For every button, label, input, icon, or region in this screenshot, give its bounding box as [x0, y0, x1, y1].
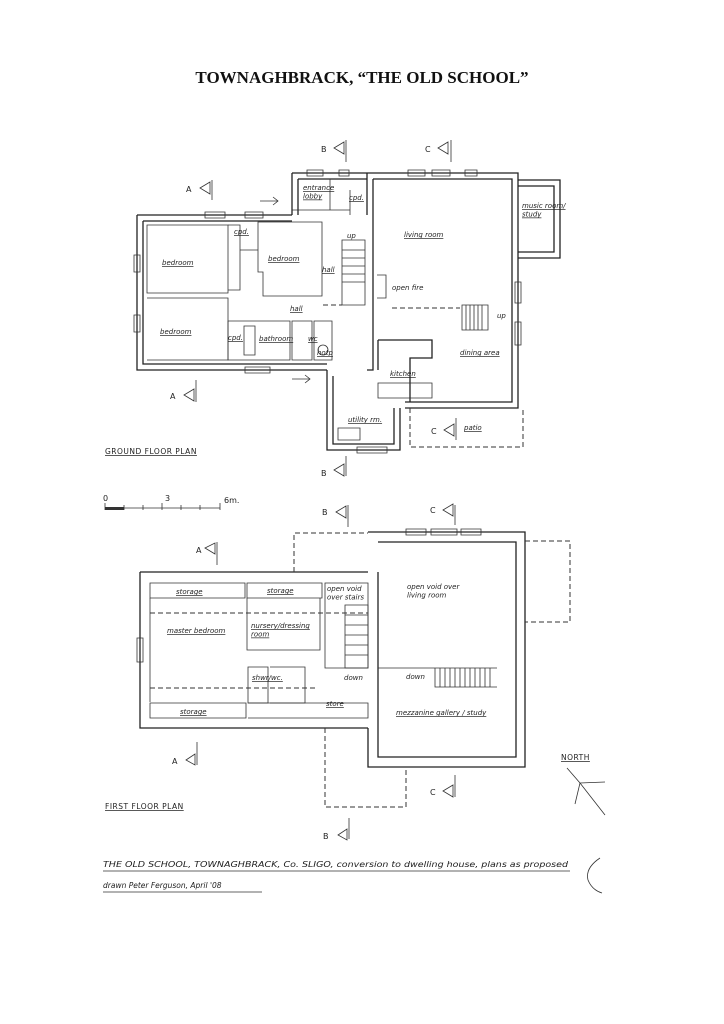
room-label-store: store: [326, 700, 344, 708]
section-a-bottom: A: [170, 392, 176, 401]
room-label-storage-1: storage: [176, 588, 203, 596]
scale-bar: 0 3 6m.: [103, 494, 239, 510]
room-label-shower-wc: shwr/wc.: [252, 674, 283, 682]
title-block: THE OLD SCHOOL, TOWNAGHBRACK, Co. SLIGO,…: [103, 857, 603, 894]
section-c-top: C: [425, 145, 431, 154]
ff-section-c-bottom: C: [430, 788, 436, 797]
ff-section-c-top: C: [430, 506, 436, 515]
room-label-dining-area: dining area: [460, 349, 500, 357]
stair-label-up: up: [347, 232, 356, 240]
room-label-hot-press: hotp: [317, 349, 333, 357]
room-label-wc: wc: [308, 335, 318, 343]
section-c-bottom: C: [431, 427, 437, 436]
room-label-master-bedroom: master bedroom: [167, 627, 226, 635]
drawing-title: TOWNAGHBRACK, “THE OLD SCHOOL”: [195, 68, 529, 87]
room-label-hall: hall: [322, 266, 335, 274]
stair-label-down: down: [344, 674, 363, 682]
scale-mid: 3: [165, 494, 170, 503]
section-b-bottom: B: [321, 469, 327, 478]
section-b-top: B: [321, 145, 327, 154]
ff-section-a-top: A: [196, 546, 202, 555]
room-label-living-room: living room: [404, 231, 444, 239]
room-label-hall-2: hall: [290, 305, 303, 313]
footer-line-2: drawn Peter Ferguson, April '08: [103, 881, 222, 890]
room-label-storage-3: storage: [180, 708, 207, 716]
room-label-cpd-2: cpd.: [234, 228, 249, 236]
section-markers-first: A A B B C C: [172, 503, 456, 841]
footer-line-1: THE OLD SCHOOL, TOWNAGHBRACK, Co. SLIGO,…: [103, 860, 568, 869]
scale-zero: 0: [103, 494, 108, 503]
room-label-mezzanine: mezzanine gallery / study: [396, 709, 487, 717]
stair-label-up-2: up: [497, 312, 506, 320]
room-label-open-fire: open fire: [392, 284, 423, 292]
first-floor-heading: FIRST FLOOR PLAN: [105, 802, 184, 811]
room-label-utility: utility rm.: [348, 416, 382, 424]
room-label-cpd-3: cpd.: [228, 334, 243, 342]
north-label: NORTH: [561, 753, 590, 762]
ff-section-a-bottom: A: [172, 757, 178, 766]
room-label-bedroom-1: bedroom: [162, 259, 194, 267]
room-label-bathroom: bathroom: [259, 335, 293, 343]
room-label-cpd: cpd.: [349, 194, 364, 202]
room-label-music-room: music room/study: [522, 202, 566, 219]
room-label-patio: patio: [463, 424, 482, 432]
room-label-kitchen: kitchen: [390, 370, 416, 378]
room-label-bedroom-3: bedroom: [160, 328, 192, 336]
room-label-bedroom-2: bedroom: [268, 255, 300, 263]
stair-label-down-2: down: [406, 673, 425, 681]
north-arrow: NORTH: [561, 753, 606, 816]
ground-floor-heading: GROUND FLOOR PLAN: [105, 447, 197, 456]
room-label-storage-2: storage: [267, 587, 294, 595]
scale-end: 6m.: [224, 496, 239, 505]
section-a-top: A: [186, 185, 192, 194]
ff-section-b-top: B: [322, 508, 328, 517]
section-markers-ground: A A B B C C: [170, 140, 457, 478]
ff-section-b-bottom: B: [323, 832, 329, 841]
